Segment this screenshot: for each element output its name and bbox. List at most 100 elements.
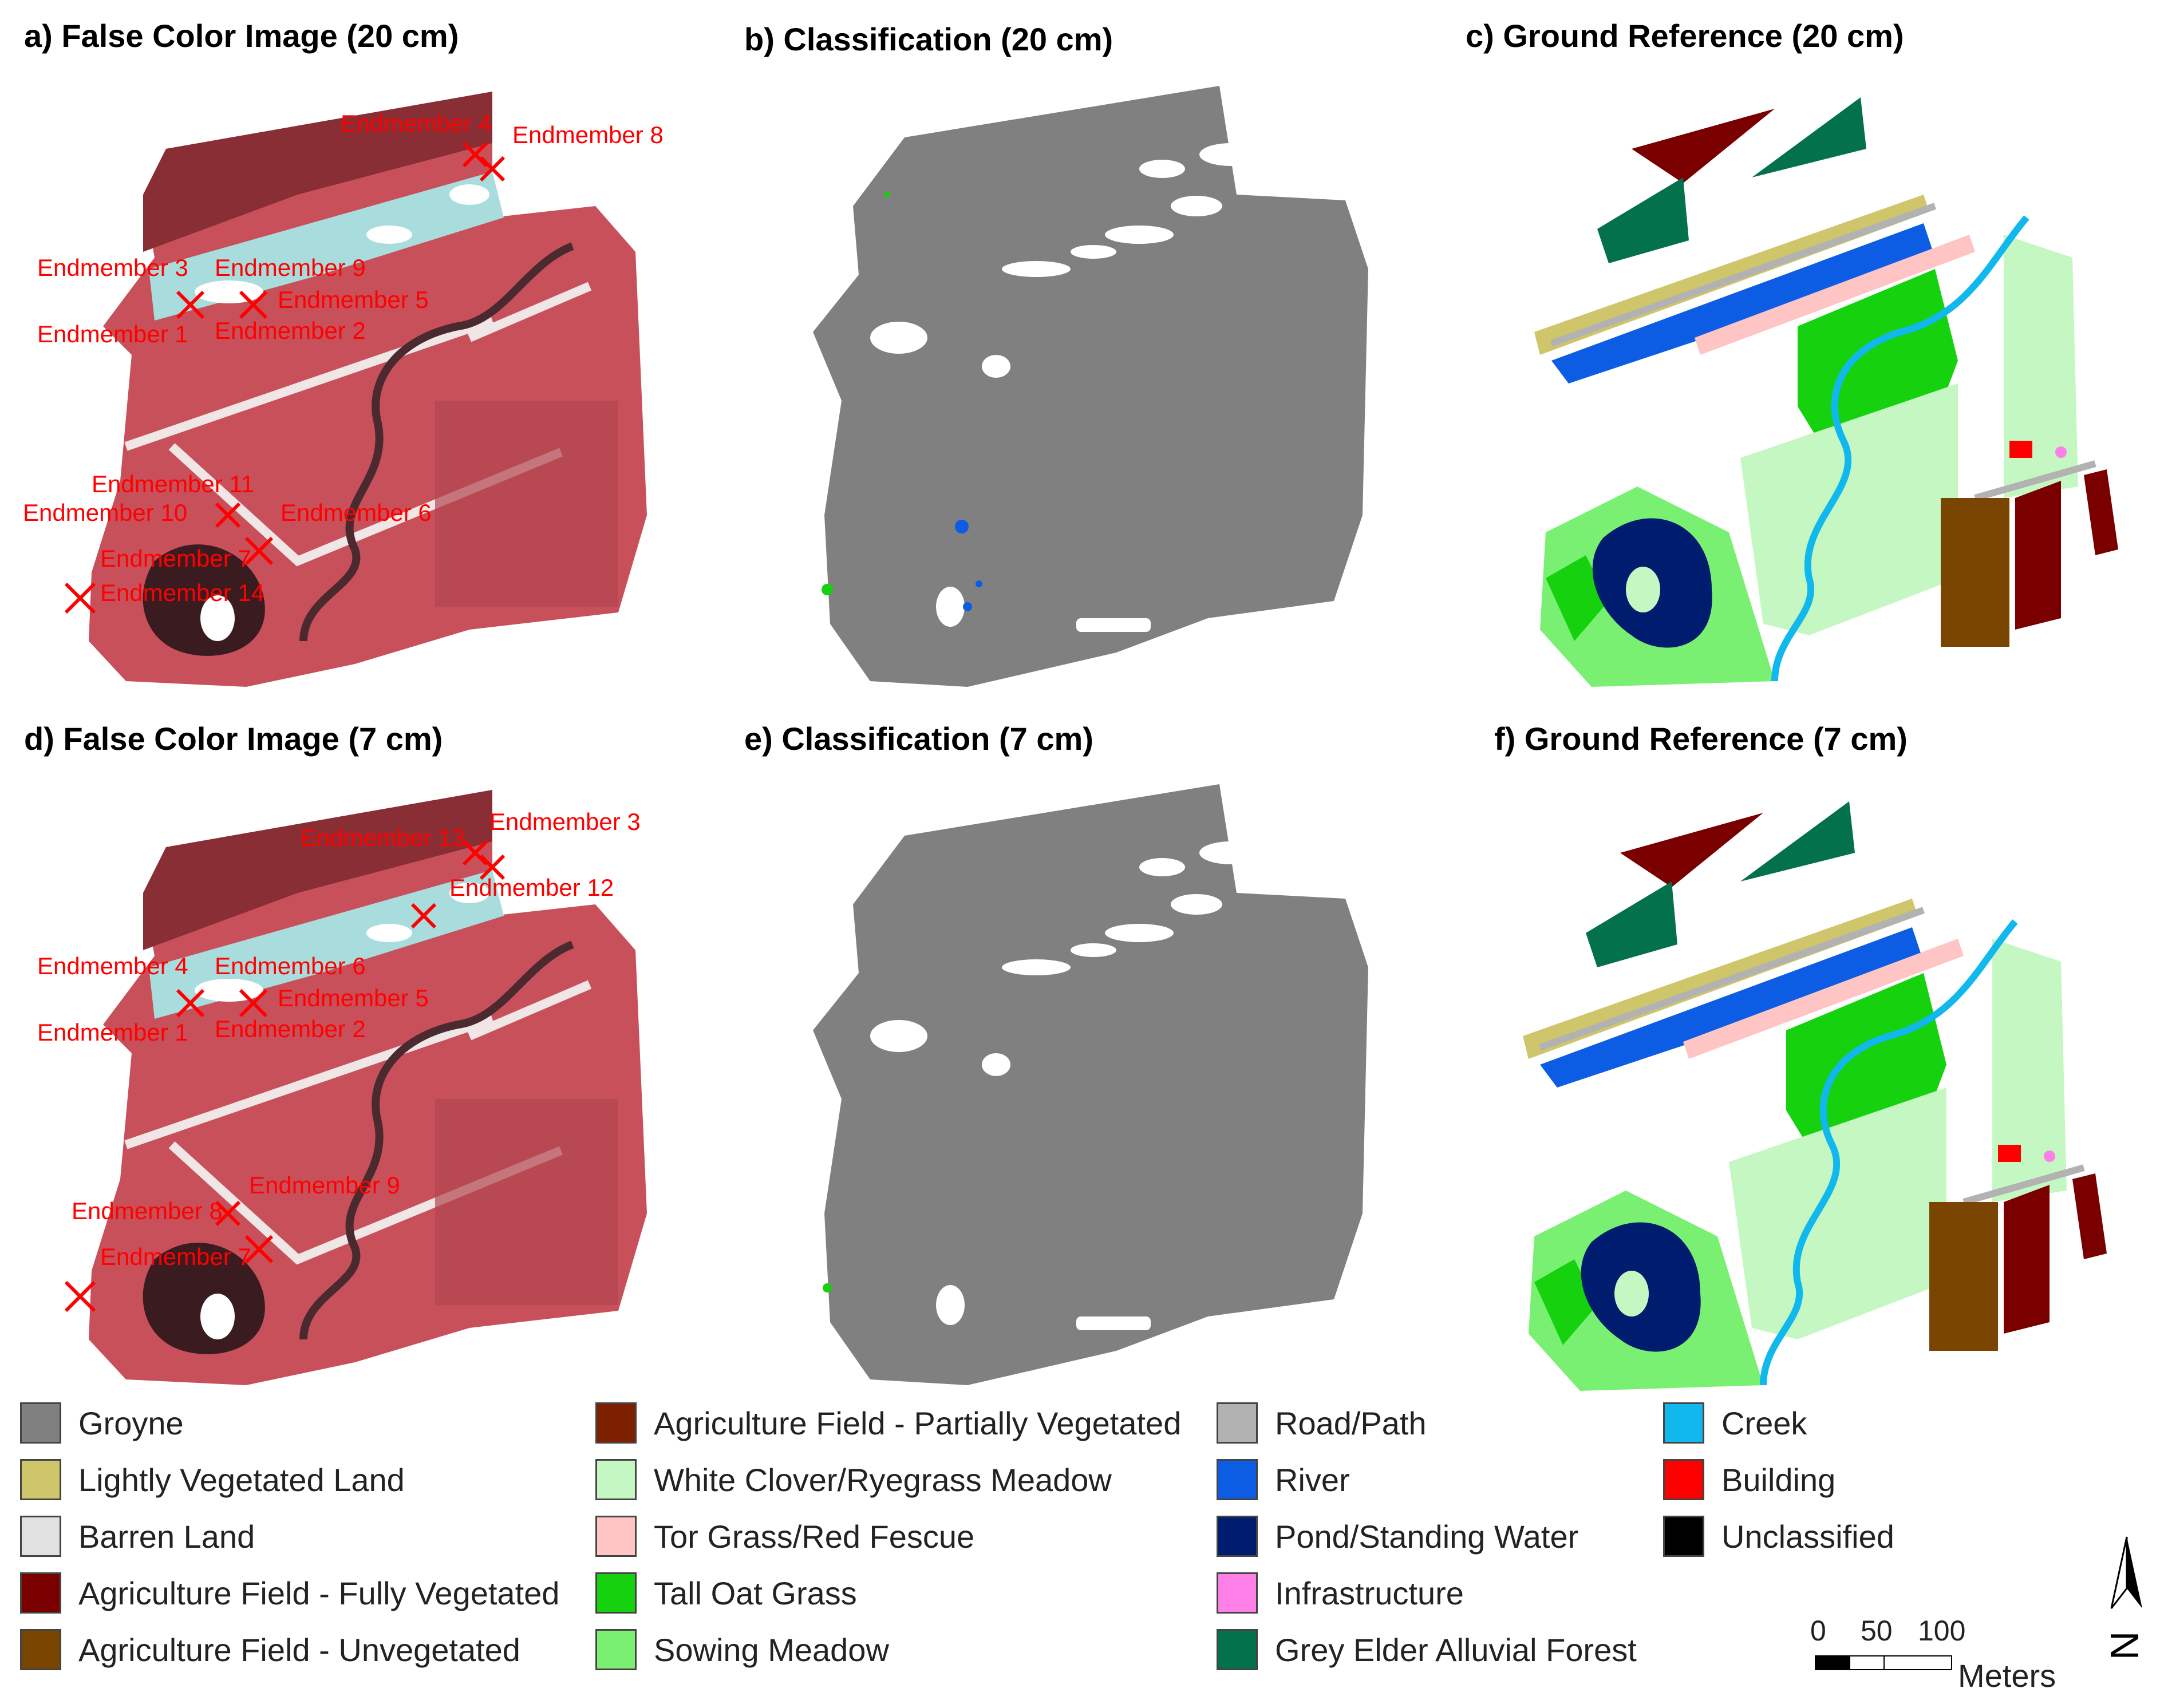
scale-tick-100: 100: [1918, 1615, 1966, 1647]
legend-item: Road/Path: [1217, 1402, 1427, 1444]
white-clover-ryegrass-meadow: [1740, 383, 1958, 635]
legend-item: Tor Grass/Red Fescue: [595, 1516, 974, 1557]
legend-swatch: [1663, 1459, 1704, 1500]
em-label: Endmember 11: [92, 471, 254, 497]
legend-label: Unclassified: [1721, 1518, 1894, 1555]
legend-item: Grey Elder Alluvial Forest: [1217, 1629, 1637, 1670]
legend-label: Pond/Standing Water: [1275, 1518, 1579, 1555]
creek: [299, 940, 574, 1340]
panel-c-title: c) Ground Reference (20 cm): [1466, 18, 1904, 54]
legend-item: Lightly Vegetated Land: [20, 1459, 405, 1500]
white-clover-ryegrass-meadow: [1992, 939, 2067, 1202]
em-label: Endmember 2: [215, 1015, 366, 1042]
legend-swatch: [20, 1629, 61, 1670]
legend-item: Groyne: [20, 1402, 184, 1444]
legend-label: Agriculture Field - Fully Vegetated: [78, 1575, 560, 1611]
field: [435, 401, 618, 607]
em-label: Endmember 1: [37, 1019, 188, 1046]
north-label: N: [2102, 1631, 2147, 1660]
grey-elder-alluvial-forest: [1586, 881, 1677, 967]
road-path: [1550, 203, 2096, 501]
legend-item: Creek: [1663, 1402, 1807, 1444]
building: [2009, 441, 2032, 458]
em-label: Endmember 14: [100, 579, 264, 606]
tor-grass-red-fescue: [1683, 939, 1964, 1059]
classification-map-7cm: [796, 778, 1374, 1391]
tor-grass-red-fescue: [1695, 235, 1975, 355]
legend-label: Tall Oat Grass: [654, 1575, 857, 1611]
legend-label: Building: [1721, 1461, 1836, 1498]
legend-label: Agriculture Field - Partially Vegetated: [654, 1405, 1182, 1441]
building: [1998, 1145, 2021, 1162]
legend-swatch: [20, 1572, 61, 1614]
scale-bar-graphic: [1815, 1655, 1952, 1670]
em-label: Endmember 12: [449, 874, 614, 901]
em-label: Endmember 3: [489, 808, 641, 835]
pond: [143, 1243, 265, 1354]
legend-swatch: [595, 1572, 637, 1614]
scale-tick-0: 0: [1810, 1615, 1826, 1647]
ground-reference-map-20cm: [1523, 86, 2130, 687]
grey-elder-alluvial-forest: [1752, 97, 1866, 177]
legend-label: Grey Elder Alluvial Forest: [1275, 1631, 1637, 1668]
legend-swatch: [20, 1402, 61, 1444]
field: [435, 1099, 618, 1305]
scale-bar: 0 50 100 Meters: [1809, 1614, 2072, 1694]
white-clover-ryegrass-meadow: [2004, 235, 2078, 498]
legend-label: Barren Land: [78, 1518, 255, 1555]
legend-label: Tor Grass/Red Fescue: [654, 1518, 975, 1555]
classified-area: [813, 784, 1368, 1385]
em-label: Endmember 4: [37, 952, 188, 979]
legend: Groyne Lightly Vegetated Land Barren Lan…: [20, 1402, 1978, 1689]
agriculture-field-unvegetated: [1941, 498, 2009, 647]
classified-area: [813, 86, 1368, 687]
em-label: Endmember 2: [215, 317, 366, 344]
legend-item: Pond/Standing Water: [1217, 1516, 1578, 1557]
legend-label: Sowing Meadow: [654, 1631, 889, 1668]
false-color-image-20cm: Endmember 4 Endmember 8 Endmember 3 Endm…: [23, 80, 664, 698]
unclassified-gaps: [870, 841, 1262, 1330]
legend-swatch: [1663, 1516, 1704, 1557]
classified-detail-green: [823, 1283, 832, 1292]
legend-swatch: [595, 1629, 637, 1670]
legend-label: River: [1275, 1461, 1350, 1498]
legend-label: Lightly Vegetated Land: [78, 1461, 405, 1498]
legend-swatch: [20, 1516, 61, 1557]
em-label: Endmember 6: [215, 952, 366, 979]
endmember-markers: [64, 141, 506, 614]
em-label: Endmember 4: [341, 110, 492, 137]
panel-a-title: a) False Color Image (20 cm): [24, 18, 459, 54]
north-arrow-icon: N: [2102, 1534, 2147, 1677]
legend-label: White Clover/Ryegrass Meadow: [654, 1461, 1112, 1498]
legend-item: Building: [1663, 1459, 1835, 1500]
agriculture-field-fully-vegetated: [1632, 109, 1775, 183]
forest-area: [143, 92, 492, 252]
legend-swatch: [1217, 1572, 1258, 1614]
false-color-image-7cm: Endmember 13 Endmember 3 Endmember 12 En…: [37, 778, 664, 1397]
legend-item: Infrastructure: [1217, 1572, 1464, 1614]
legend-swatch: [1217, 1402, 1258, 1444]
infrastructure: [2055, 446, 2067, 458]
forest-area: [143, 790, 492, 950]
legend-item: Sowing Meadow: [595, 1629, 889, 1670]
creek: [1760, 919, 2018, 1386]
panel-f-title: f) Ground Reference (7 cm): [1494, 721, 1908, 757]
legend-swatch: [1217, 1629, 1258, 1670]
classification-map-20cm: [796, 80, 1374, 693]
agriculture-field-fully-vegetated: [2004, 1185, 2050, 1334]
road-path: [1538, 907, 2085, 1205]
panel-d-title: d) False Color Image (7 cm): [24, 721, 443, 757]
legend-label: Creek: [1721, 1405, 1807, 1441]
em-label: Endmember 10: [23, 499, 187, 526]
tall-oat-grass: [1546, 555, 1609, 641]
grey-elder-alluvial-forest: [1597, 177, 1689, 263]
legend-label: Road/Path: [1275, 1405, 1427, 1441]
em-label: Endmember 7: [100, 1243, 251, 1270]
agriculture-field-unvegetated: [1929, 1202, 1998, 1351]
legend-item: White Clover/Ryegrass Meadow: [595, 1459, 1112, 1500]
legend-swatch: [595, 1516, 637, 1557]
em-label: Endmember 7: [100, 545, 251, 572]
legend-label: Groyne: [78, 1405, 184, 1441]
classified-detail-blue: [955, 520, 982, 611]
scale-tick-50: 50: [1861, 1615, 1893, 1647]
